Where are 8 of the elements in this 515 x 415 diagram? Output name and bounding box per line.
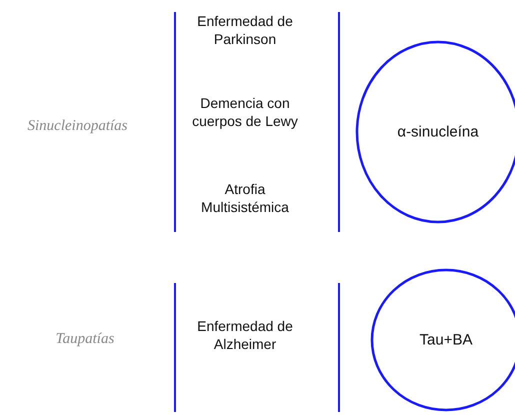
group-heading: Taupatías: [54, 331, 116, 348]
group-heading: Sinucleinopatías: [26, 118, 128, 135]
disease-name: Enfermedad de Parkinson: [196, 12, 294, 48]
disease-name: Atrofia Multisistémica: [200, 180, 290, 216]
protein-name: Tau+BA: [418, 332, 474, 348]
disease-name: Demencia con cuerpos de Lewy: [191, 94, 299, 130]
disease-name: Enfermedad de Alzheimer: [196, 317, 294, 353]
protein-name: α-sinucleína: [396, 124, 480, 140]
